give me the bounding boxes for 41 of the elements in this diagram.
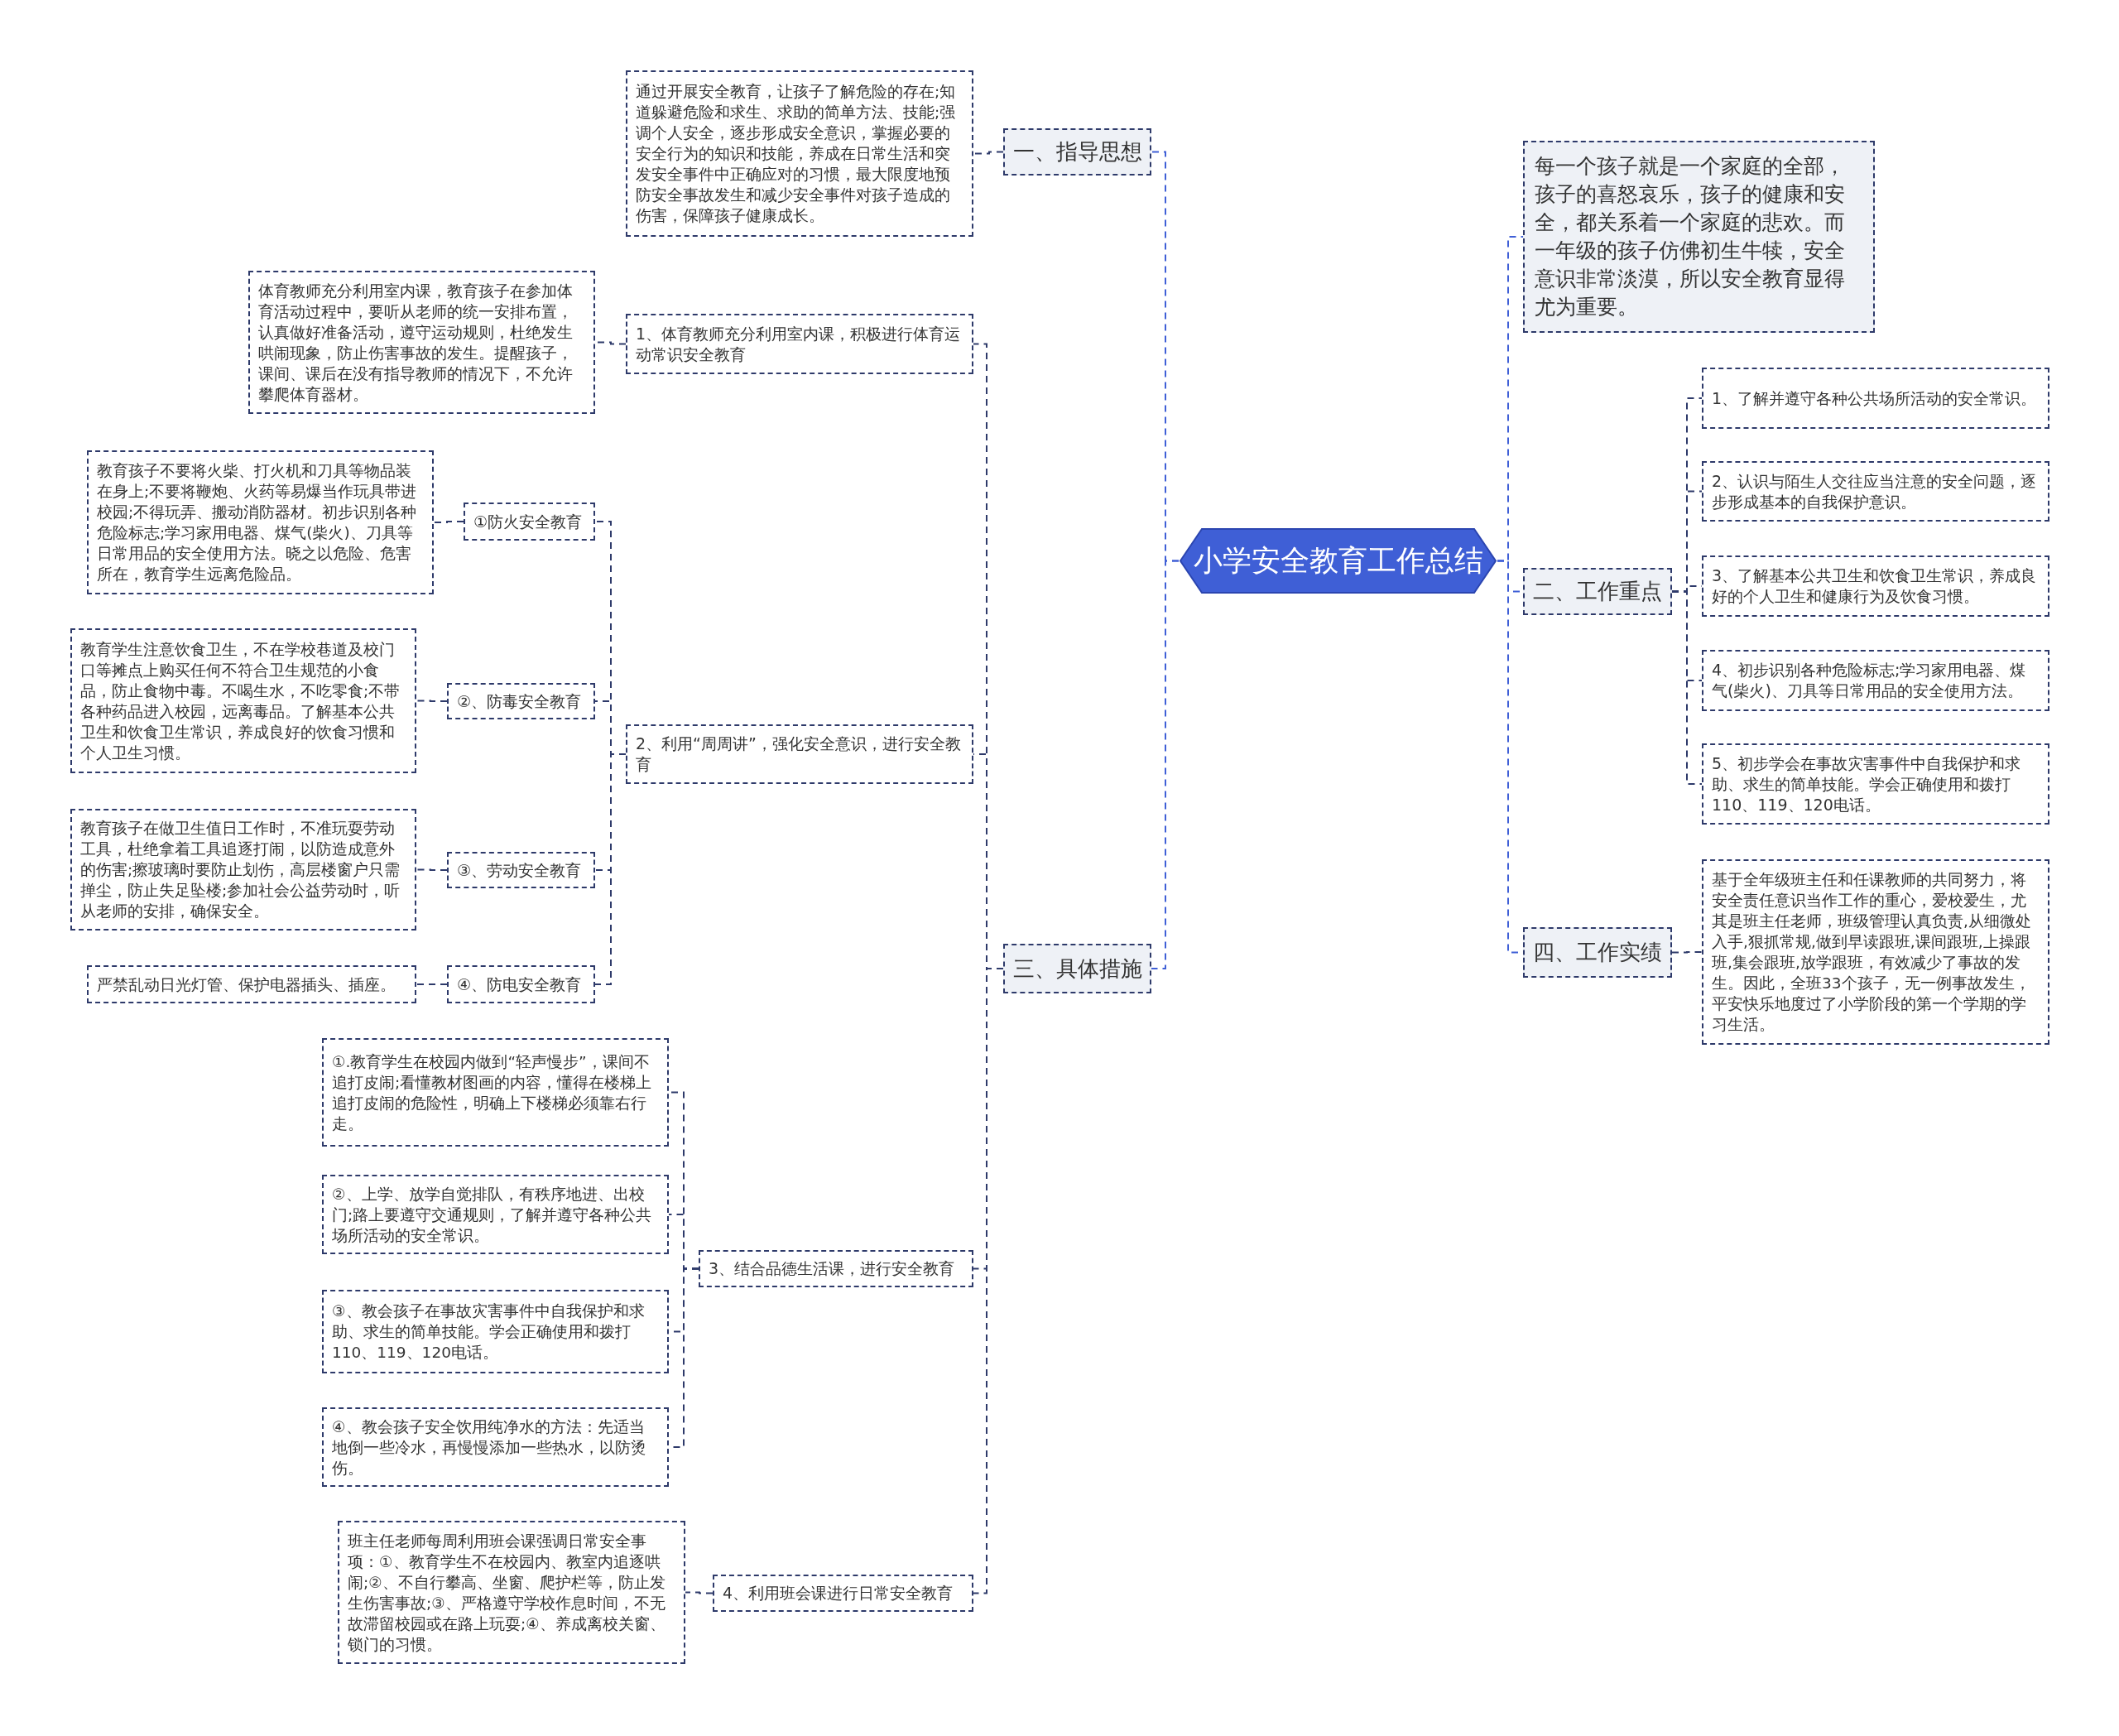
connector-line xyxy=(1151,560,1180,969)
subtopic-box: 1、体育教师充分利用室内课，积极进行体育运动常识安全教育 xyxy=(626,314,973,374)
subtopic-box: 1、了解并遵守各种公共场所活动的安全常识。 xyxy=(1702,368,2049,429)
note-box: 教育孩子不要将火柴、打火机和刀具等物品装在身上;不要将鞭炮、火药等易爆当作玩具带进校园;不得玩弄、搬动消防器材。初步识别各种危险标志;学习家用电器、煤气(柴火)、刀具等日常用品的安全使用方法。晓之以危险、危害所在，教育学生远离危险品。 xyxy=(87,450,434,594)
subtopic-box: 4、利用班会课进行日常安全教育 xyxy=(713,1575,973,1612)
subtopic-box: 2、认识与陌生人交往应当注意的安全问题，逐步形成基本的自我保护意识。 xyxy=(1702,461,2049,522)
note-box: 基于全年级班主任和任课教师的共同努力，将安全责任意识当作工作的重心，爱校爱生，尤其是班主任老师，班级管理认真负责,从细微处入手,狠抓常规,做到早读跟班,课间跟班,上操跟班,集会跟班,放学跟班，有效减少了事故的发生。因此，全班33个孩子，无一例事故发生，平安快乐地度过了小学阶段的第一个学期的学习生活。 xyxy=(1702,859,2049,1045)
note-box: ①.教育学生在校园内做到“轻声慢步”，课间不追打皮闹;看懂教材图画的内容，懂得在楼梯上追打皮闹的危险性，明确上下楼梯必须靠右行走。 xyxy=(322,1038,669,1147)
branch-topic: 一、指导思想 xyxy=(1003,128,1151,176)
branch-topic: 三、具体措施 xyxy=(1003,944,1151,993)
connector-line xyxy=(416,868,448,871)
subtopic-box: 4、初步识别各种危险标志;学习家用电器、煤气(柴火)、刀具等日常用品的安全使用方法。 xyxy=(1702,650,2049,711)
subtopic-box: ④、防电安全教育 xyxy=(447,965,595,1003)
subtopic-box: 3、了解基本公共卫生和饮食卫生常识，养成良好的个人卫生和健康行为及饮食习惯。 xyxy=(1702,555,2049,617)
connector-line xyxy=(1671,951,1703,954)
connector-line xyxy=(416,700,448,702)
connector-line xyxy=(1671,590,1703,785)
connector-line xyxy=(685,1591,714,1594)
note-box: 教育孩子在做卫生值日工作时，不准玩耍劳动工具，杜绝拿着工具追逐打闹，以防造成意外的伤害;擦玻璃时要防止划伤，高层楼窗户只需掸尘，防止失足坠楼;参加社会公益劳动时，听从老师的安排，确保安全。 xyxy=(70,809,416,931)
subtopic-box: 2、利用“周周讲”，强化安全意识，进行安全教育 xyxy=(626,724,973,784)
note-box: 体育教师充分利用室内课，教育孩子在参加体育活动过程中，要听从老师的统一安排布置，认真做好准备活动，遵守运动规则，杜绝发生哄闹现象，防止伤害事故的发生。提醒孩子，课间、课后在没有指导教师的情况下，不允许攀爬体育器材。 xyxy=(248,271,595,414)
subtopic-box: 5、初步学会在事故灾害事件中自我保护和求助、求生的简单技能。学会正确使用和拨打110、119、120电话。 xyxy=(1702,743,2049,825)
branch-topic: 二、工作重点 xyxy=(1523,568,1672,615)
central-topic: 小学安全教育工作总结 xyxy=(1179,527,1497,594)
intro-box: 每一个孩子就是一个家庭的全部，孩子的喜怒哀乐，孩子的健康和安全，都关系着一个家庭的悲欢。而一年级的孩子仿佛初生牛犊，安全意识非常淡漠，所以安全教育显得尤为重要。 xyxy=(1523,141,1875,333)
branch-topic: 四、工作实绩 xyxy=(1523,927,1672,978)
subtopic-box: ①防火安全教育 xyxy=(464,503,595,541)
note-box: ③、教会孩子在事故灾害事件中自我保护和求助、求生的简单技能。学会正确使用和拨打110、119、120电话。 xyxy=(322,1290,669,1373)
connector-line xyxy=(433,521,464,523)
note-box: 严禁乱动日光灯管、保护电器插头、插座。 xyxy=(87,965,416,1003)
note-box: 教育学生注意饮食卫生，不在学校巷道及校门口等摊点上购买任何不符合卫生规范的小食品，防止食物中毒。不喝生水，不吃零食;不带各种药品进入校园，远离毒品。了解基本公共卫生和饮食卫生常识，养成良好的饮食习惯和个人卫生习惯。 xyxy=(70,628,416,773)
subtopic-box: ②、防毒安全教育 xyxy=(447,683,595,719)
connector-line xyxy=(416,983,448,985)
subtopic-box: ③、劳动安全教育 xyxy=(447,852,595,888)
note-box: 通过开展安全教育，让孩子了解危险的存在;知道躲避危险和求生、求助的简单方法、技能;强调个人安全，逐步形成安全意识，掌握必要的安全行为的知识和技能，养成在日常生活和突发安全事件中正确应对的习惯，最大限度地预防安全事故发生和减少安全事件对孩子造成的伤害，保障孩子健康成长。 xyxy=(626,70,973,237)
subtopic-box: 3、结合品德生活课，进行安全教育 xyxy=(699,1250,973,1287)
connector-line xyxy=(973,151,1004,155)
note-box: ②、上学、放学自觉排队，有秩序地进、出校门;路上要遵守交通规则，了解并遵守各种公共场所活动的安全常识。 xyxy=(322,1175,669,1254)
note-box: 班主任老师每周利用班会课强调日常安全事项：①、教育学生不在校园内、教室内追逐哄闹;②、不自行攀高、坐窗、爬护栏等，防止发生伤害事故;③、严格遵守学校作息时间，不无故滞留校园或在路上玩耍;④、养成离校关窗、锁门的习惯。 xyxy=(338,1521,685,1664)
note-box: ④、教会孩子安全饮用纯净水的方法：先适当地倒一些冷水，再慢慢添加一些热水，以防烫伤。 xyxy=(322,1407,669,1487)
connector-line xyxy=(594,753,627,985)
